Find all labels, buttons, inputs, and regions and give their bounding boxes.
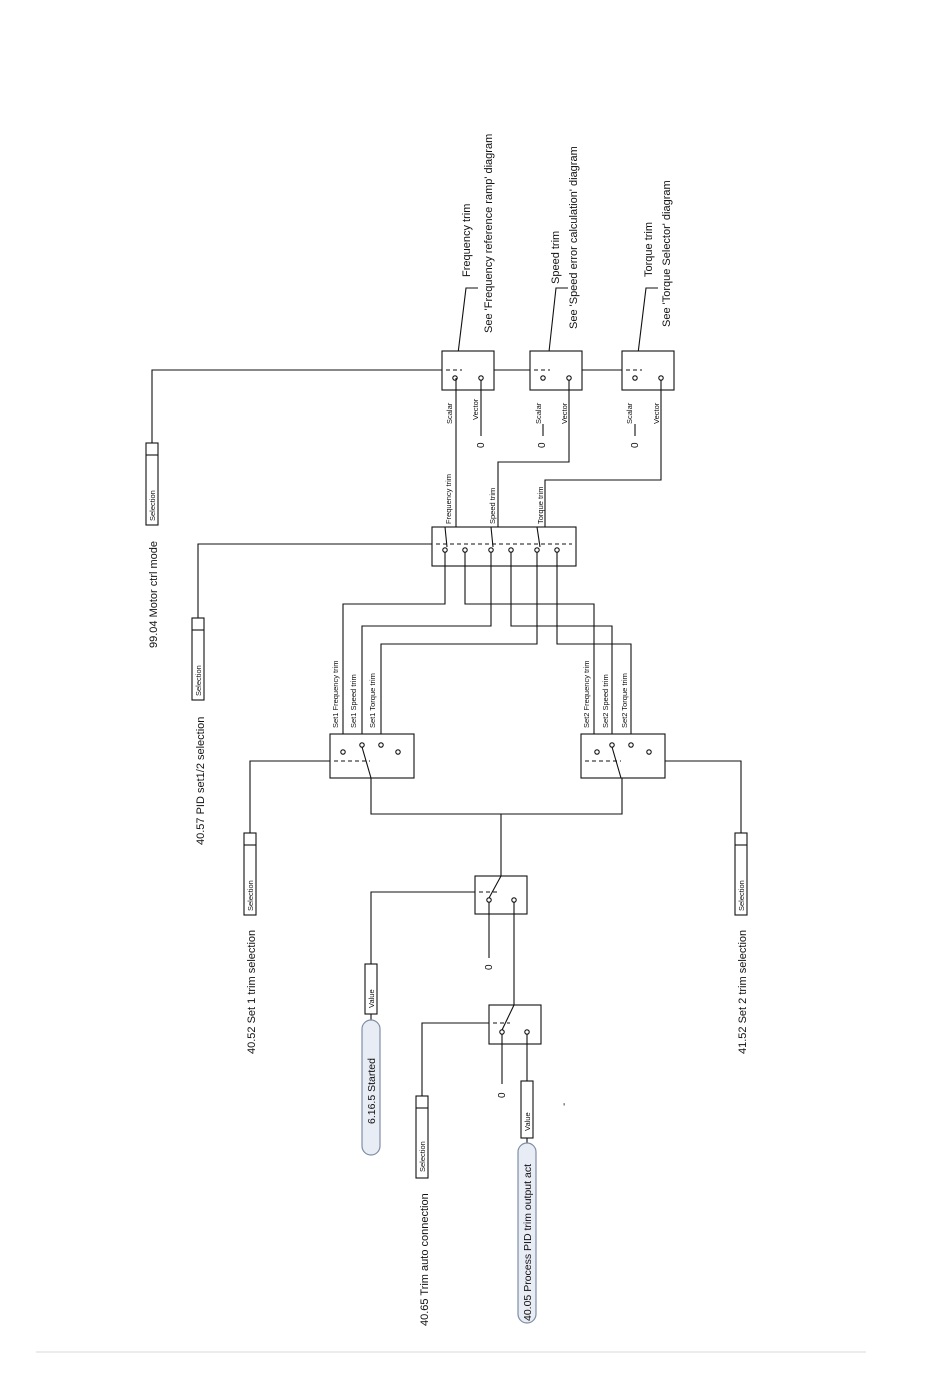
scalar-label-speed: Scalar [534,402,543,424]
vector-label-torque: Vector [652,402,661,424]
set1-speed-trim-label: Set1 Speed trim [349,674,358,728]
speed-mode-switch [529,350,583,391]
auto-connection-label: 40.65 Trim auto connection [419,1193,431,1326]
zero-input-speed: 0 [537,442,548,448]
svg-text:Selection: Selection [737,880,746,911]
pid-set-control-line [197,543,432,618]
zero-leaders-top [480,380,636,436]
scalar-label-torque: Scalar [625,402,634,424]
pid-output-value-box: Value [520,1080,534,1139]
set2-speed-trim-label: Set2 Speed trim [601,674,610,728]
auto-connection-selection: Selection [415,1095,429,1179]
set2-trim-selection: Selection [734,832,748,916]
set-selector-switch [431,526,577,567]
stray-mark: - [559,1103,570,1106]
started-value-box: Value [364,963,378,1015]
started-switch [474,875,528,915]
torque-mode-switch [621,350,675,391]
output-leaders [455,287,658,371]
vector-label-freq: Vector [471,398,480,420]
frequency-mode-switch [441,350,495,391]
svg-text:40.05 Process PID trim output: 40.05 Process PID trim output act [522,1164,534,1321]
frequency-trim-selector-label: Frequency trim [444,474,453,524]
started-pill[interactable]: 6.16.5 Started [361,1019,381,1156]
svg-text:Value: Value [367,989,376,1008]
set2-control-line [665,760,742,833]
started-control-line [370,891,475,964]
pid-set-selection-label: 40.57 PID set1/2 selection [195,717,207,845]
zero-input-torque: 0 [630,442,641,448]
auto-connection-switch [488,1004,542,1045]
torque-trim-selector-label: Torque trim [536,486,545,524]
zero-input-auto: 0 [497,1092,508,1098]
torque-trim-see: See 'Torque Selector' diagram [661,180,673,327]
set1-trim-switch [329,733,415,779]
scalar-label-freq: Scalar [445,402,454,424]
svg-text:Selection: Selection [148,490,157,521]
torque-trim-title: Torque trim [643,222,655,277]
pid-output-pill[interactable]: 40.05 Process PID trim output act [517,1142,537,1324]
set2-torque-trim-label: Set2 Torque trim [620,673,629,728]
set2-frequency-trim-label: Set2 Frequency trim [582,660,591,728]
selector-to-mode-lines [444,378,662,548]
set2-trim-switch [580,733,666,779]
svg-text:Value: Value [523,1112,532,1131]
set-merge-lines [370,778,623,876]
set1-frequency-trim-label: Set1 Frequency trim [331,660,340,728]
frequency-trim-title: Frequency trim [461,204,473,277]
selector-input-lines [342,552,632,752]
set1-torque-trim-label: Set1 Torque trim [368,673,377,728]
vector-label-speed: Vector [560,402,569,424]
speed-trim-see: See 'Speed error calculation' diagram [568,146,580,329]
pid-set-selection: Selection [191,617,205,701]
svg-text:Selection: Selection [418,1141,427,1172]
svg-text:6.16.5 Started: 6.16.5 Started [366,1058,378,1124]
speed-trim-selector-label: Speed trim [488,488,497,524]
speed-trim-title: Speed trim [550,231,562,284]
set2-trim-selection-label: 41.52 Set 2 trim selection [737,930,749,1054]
motor-ctrl-mode-line [151,369,622,443]
svg-text:Selection: Selection [194,665,203,696]
svg-text:Selection: Selection [246,880,255,911]
zero-input-freq: 0 [476,442,487,448]
set1-trim-selection: Selection [243,832,257,916]
motor-ctrl-mode-selection: Selection [145,442,159,526]
zero-input-started: 0 [484,964,495,970]
auto-connection-control-line [421,1022,489,1096]
motor-ctrl-mode-label: 99.04 Motor ctrl mode [148,541,160,648]
frequency-trim-see: See 'Frequency reference ramp' diagram [483,134,495,333]
set1-trim-selection-label: 40.52 Set 1 trim selection [246,930,258,1054]
set1-control-line [249,760,330,833]
